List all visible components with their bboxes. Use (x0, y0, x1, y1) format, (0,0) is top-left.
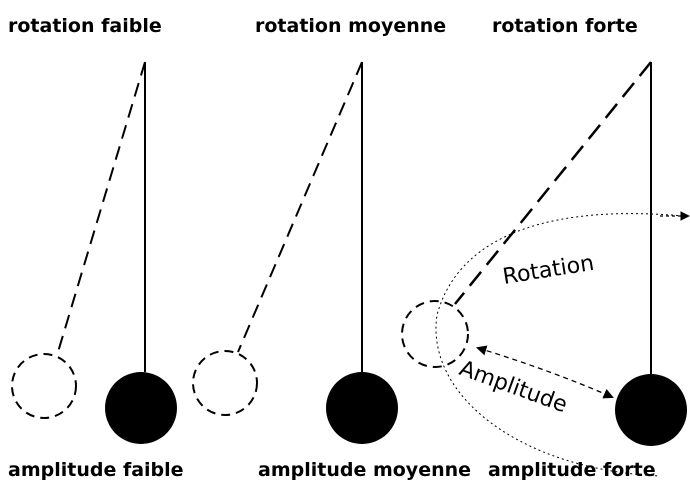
amplitude-annotation: Amplitude (456, 356, 571, 418)
pendulum-panel-1 (11, 61, 177, 444)
rest-bob-2 (326, 372, 398, 444)
displaced-string-3 (454, 61, 652, 305)
displaced-bob-3 (401, 300, 469, 368)
amplitude-arrow-icon (476, 345, 614, 399)
displaced-string-1 (57, 61, 146, 353)
rest-bob-3 (615, 374, 687, 446)
bottom-label-panel-2: amplitude moyenne (258, 459, 471, 481)
top-label-panel-1: rotation faible (8, 15, 162, 37)
displaced-bob-1 (11, 353, 77, 419)
pendulum-panel-3: Rotation Amplitude (401, 61, 690, 477)
displaced-bob-2 (192, 350, 258, 416)
rotation-annotation: Rotation (501, 251, 596, 290)
top-label-panel-2: rotation moyenne (255, 15, 446, 37)
rotation-path (435, 213, 684, 477)
displaced-string-2 (237, 61, 363, 353)
bottom-label-panel-3: amplitude forte (488, 459, 656, 481)
pendulum-panel-2 (192, 61, 398, 444)
bottom-label-panel-1: amplitude faible (8, 459, 184, 481)
top-label-panel-3: rotation forte (492, 15, 638, 37)
rest-bob-1 (105, 372, 177, 444)
